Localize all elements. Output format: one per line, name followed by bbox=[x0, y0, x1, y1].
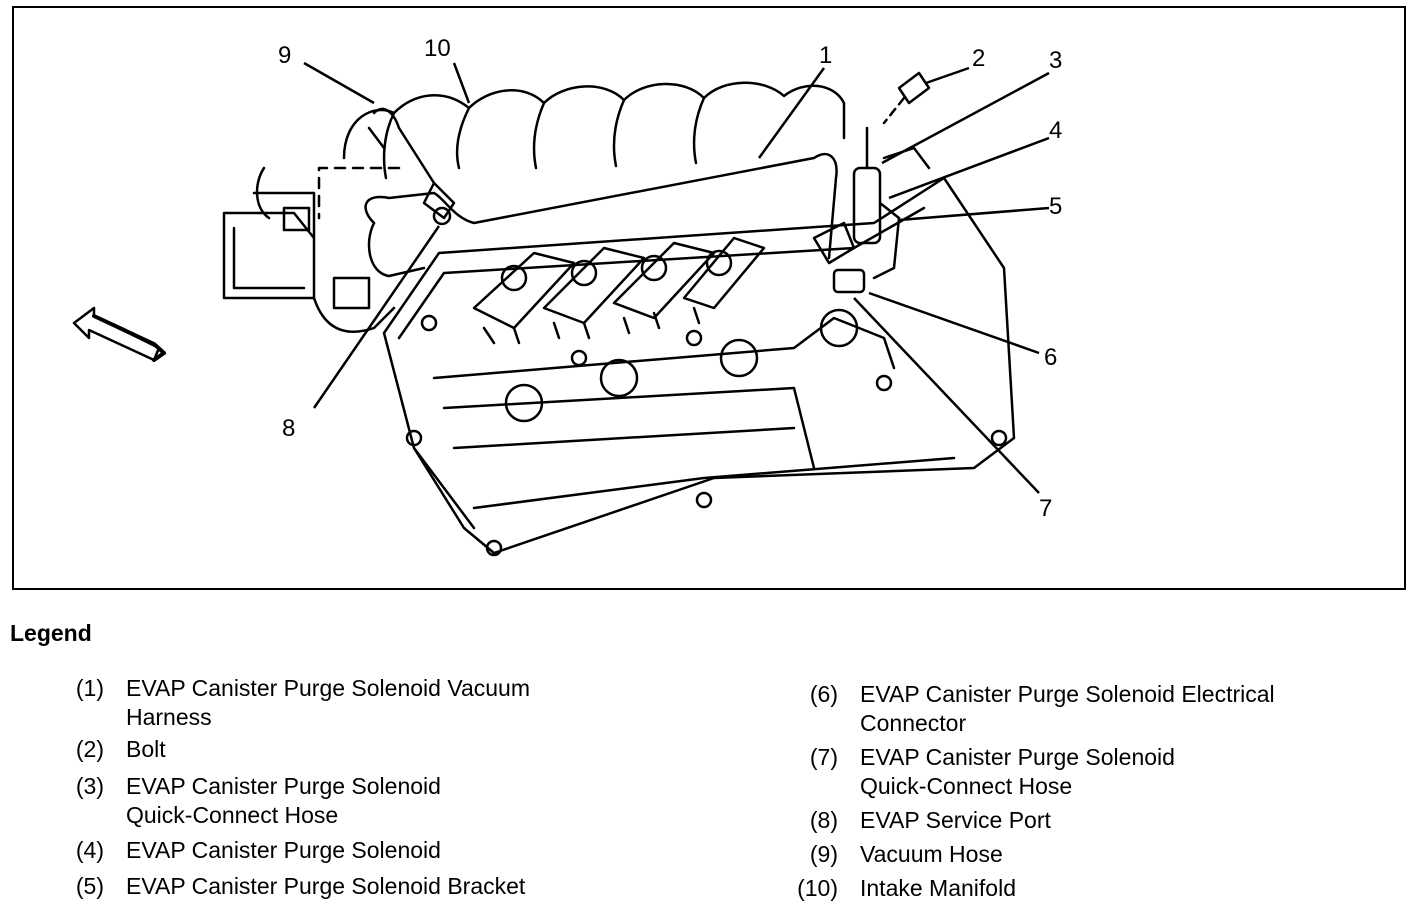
legend-title: Legend bbox=[10, 620, 92, 646]
callout-8: 8 bbox=[282, 415, 295, 442]
callout-4: 4 bbox=[1049, 117, 1062, 144]
callout-5: 5 bbox=[1049, 193, 1062, 220]
direction-arrow bbox=[72, 306, 161, 362]
engine-diagram: 1 2 3 4 5 6 7 8 9 10 bbox=[12, 6, 1406, 590]
callout-3: 3 bbox=[1049, 47, 1062, 74]
solenoid-bracket bbox=[872, 201, 901, 280]
vacuum-hose bbox=[372, 107, 436, 185]
callout-1: 1 bbox=[819, 42, 832, 69]
throttle-body bbox=[222, 211, 316, 300]
engine-illustration: 1 2 3 4 5 6 7 8 9 10 bbox=[72, 35, 1062, 557]
vacuum-harness bbox=[364, 152, 838, 260]
ignition-coils bbox=[472, 236, 766, 345]
callout-2: 2 bbox=[972, 45, 985, 72]
intake-manifold-runners bbox=[342, 81, 846, 160]
purge-solenoid bbox=[852, 166, 882, 245]
callout-7: 7 bbox=[1039, 495, 1052, 522]
valve-cover bbox=[382, 176, 1016, 555]
bolt bbox=[897, 71, 931, 105]
callout-9: 9 bbox=[278, 42, 291, 69]
service-port bbox=[422, 181, 456, 220]
callout-10: 10 bbox=[424, 35, 451, 62]
callout-6: 6 bbox=[1044, 344, 1057, 371]
